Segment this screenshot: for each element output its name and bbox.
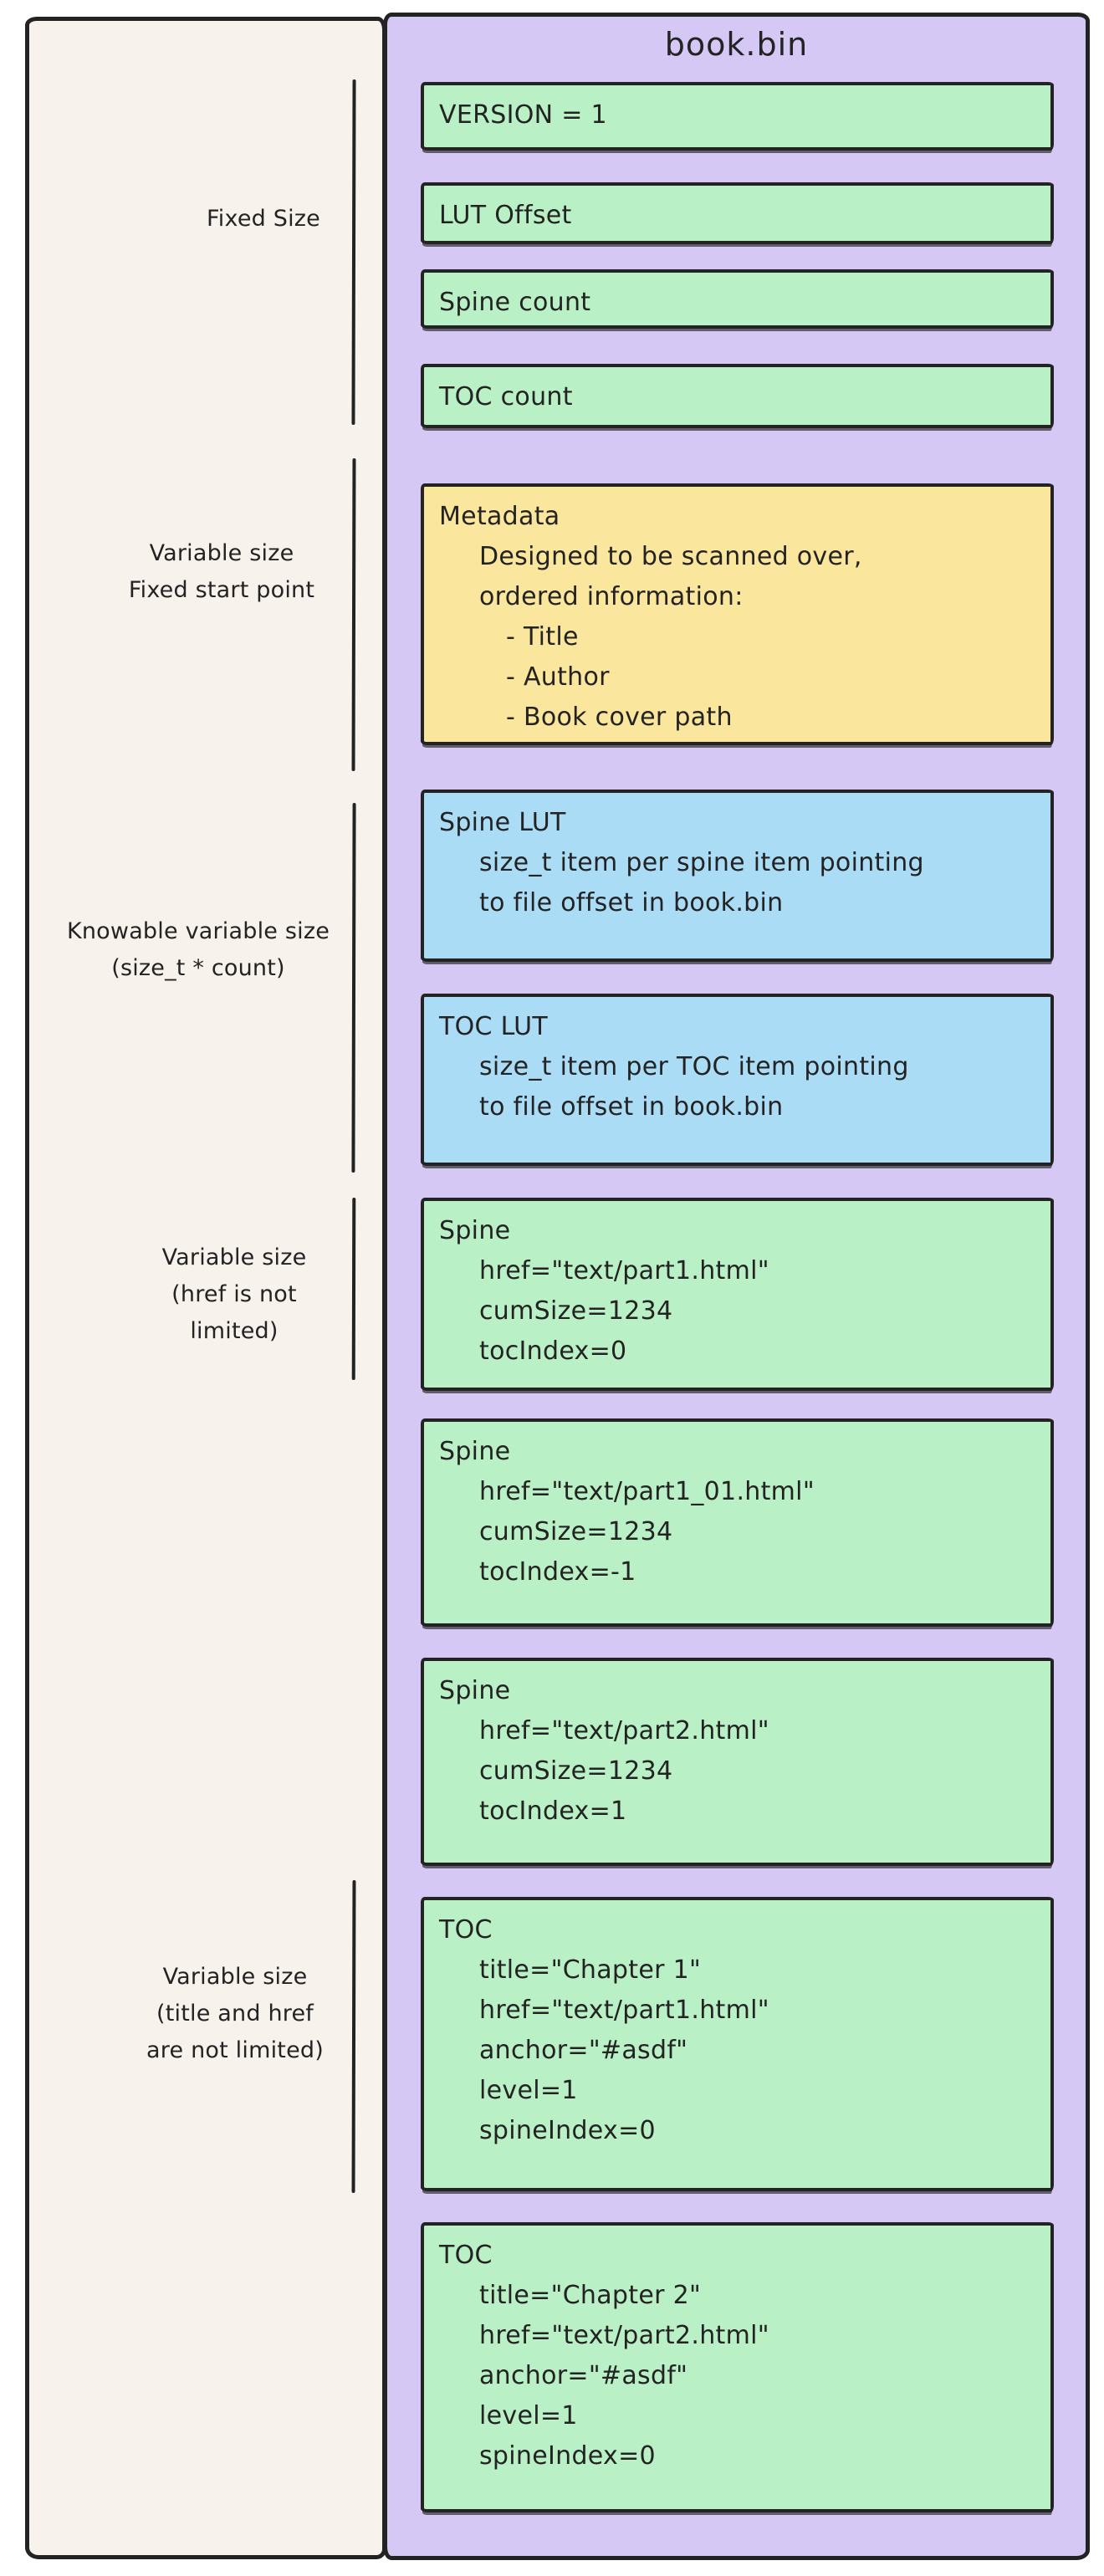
section-spine-2: Spine href="text/part1_01.html" cumSize=12… — [421, 1418, 1054, 1627]
section-toc-lut: TOC LUT size_t item per TOC item pointing… — [421, 994, 1054, 1166]
section-spine-lut-line: size_t item per spine item pointing — [479, 848, 924, 877]
section-metadata-line: ordered information: — [479, 582, 744, 611]
size-label-line: (href is not — [171, 1281, 297, 1307]
size-label-line: Variable size — [149, 540, 294, 566]
size-label-line: Fixed start point — [128, 577, 315, 603]
section-toc-1-line: href="text/part1.html" — [479, 1996, 769, 2025]
section-toc-count: TOC count — [421, 364, 1054, 428]
section-spine-count: Spine count — [421, 269, 1054, 329]
section-toc-2-line: spineIndex=0 — [479, 2441, 656, 2471]
section-metadata-line: - Title — [506, 622, 579, 652]
section-spine-lut: Spine LUT size_t item per spine item poin… — [421, 790, 1054, 962]
section-toc-2-line: level=1 — [479, 2401, 578, 2430]
size-label-line: are not limited) — [146, 2037, 324, 2063]
size-label-line: Fixed Size — [207, 206, 320, 232]
section-spine-3-line: tocIndex=1 — [479, 1797, 627, 1826]
section-lut-offset-line: LUT Offset — [439, 201, 572, 230]
section-spine-3-line: href="text/part2.html" — [479, 1716, 769, 1745]
section-toc-2-line: href="text/part2.html" — [479, 2321, 769, 2350]
section-spine-1: Spine href="text/part1.html" cumSize=1234 t… — [421, 1198, 1054, 1391]
section-lut-offset: LUT Offset — [421, 182, 1054, 244]
size-label-line: Variable size — [161, 1245, 307, 1270]
section-spine-lut-line: to file offset in book.bin — [479, 888, 784, 917]
section-version-line: VERSION = 1 — [439, 100, 607, 130]
section-version: VERSION = 1 — [421, 82, 1054, 151]
section-spine-lut-line: Spine LUT — [439, 808, 566, 837]
size-label-variable-size-title-href: Variable size (title and href are not limi… — [146, 1959, 324, 2069]
size-bracket-fixed-size — [351, 79, 356, 426]
size-label-variable-size-href: Variable size (href is not limited) — [162, 1239, 307, 1350]
section-toc-2-line: anchor="#asdf" — [479, 2361, 688, 2390]
section-spine-1-line: href="text/part1.html" — [479, 1256, 769, 1285]
size-label-knowable-variable-size: Knowable variable size (size_t * count) — [67, 913, 330, 987]
section-toc-lut-line: size_t item per TOC item pointing — [479, 1052, 909, 1081]
section-toc-1-line: title="Chapter 1" — [479, 1955, 702, 1985]
size-bracket-knowable-variable-size — [351, 802, 356, 1173]
size-bracket-variable-size-fixed-start — [351, 457, 356, 772]
section-spine-1-line: Spine — [439, 1216, 511, 1245]
section-toc-1-line: spineIndex=0 — [479, 2116, 656, 2145]
section-metadata-line: - Book cover path — [506, 703, 733, 732]
section-toc-count-line: TOC count — [439, 382, 573, 411]
section-toc-2-line: title="Chapter 2" — [479, 2281, 702, 2310]
section-spine-3-line: cumSize=1234 — [479, 1756, 673, 1786]
section-spine-1-line: cumSize=1234 — [479, 1296, 673, 1326]
section-metadata-line: Designed to be scanned over, — [479, 542, 862, 571]
section-toc-2-line: TOC — [439, 2241, 493, 2270]
section-spine-3: Spine href="text/part2.html" cumSize=1234 t… — [421, 1658, 1054, 1866]
section-toc-1-line: TOC — [439, 1915, 493, 1945]
section-spine-2-line: href="text/part1_01.html" — [479, 1477, 815, 1506]
section-spine-2-line: tocIndex=-1 — [479, 1557, 636, 1587]
size-bracket-variable-size-title-href — [351, 1879, 356, 2194]
section-spine-3-line: Spine — [439, 1676, 511, 1705]
size-label-line: limited) — [190, 1318, 279, 1344]
section-metadata-line: Metadata — [439, 502, 560, 531]
section-toc-1-line: anchor="#asdf" — [479, 2036, 688, 2065]
section-spine-2-line: cumSize=1234 — [479, 1517, 673, 1546]
section-spine-1-line: tocIndex=0 — [479, 1337, 627, 1366]
size-label-line: Variable size — [162, 1964, 308, 1990]
size-label-fixed-size: Fixed Size — [207, 201, 320, 238]
section-spine-2-line: Spine — [439, 1437, 511, 1466]
section-metadata-line: - Author — [506, 662, 610, 692]
section-toc-1: TOC title="Chapter 1" href="text/part1.htm… — [421, 1897, 1054, 2191]
size-label-line: (size_t * count) — [111, 955, 285, 981]
section-toc-1-line: level=1 — [479, 2076, 578, 2105]
section-toc-2: TOC title="Chapter 2" href="text/part2.htm… — [421, 2222, 1054, 2512]
size-label-line: Knowable variable size — [66, 918, 330, 944]
section-spine-count-line: Spine count — [439, 288, 591, 317]
file-title: book.bin — [664, 26, 809, 63]
section-toc-lut-line: TOC LUT — [439, 1012, 549, 1041]
size-label-line: (title and href — [156, 2001, 314, 2027]
section-toc-lut-line: to file offset in book.bin — [479, 1092, 784, 1122]
size-bracket-variable-size-href — [351, 1197, 356, 1381]
